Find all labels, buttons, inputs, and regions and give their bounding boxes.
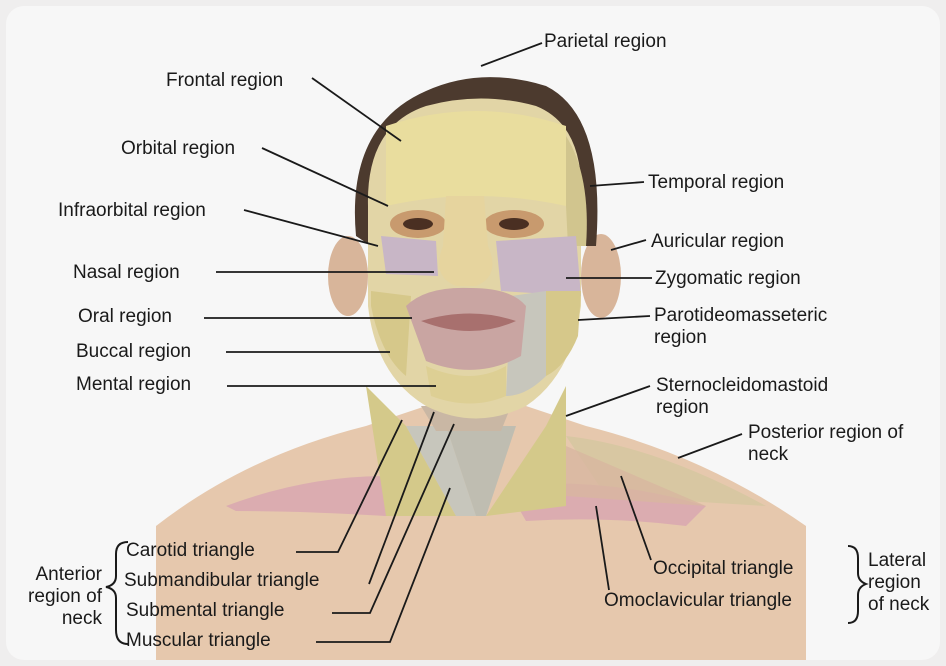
label-buccal: Buccal region	[76, 341, 191, 363]
label-anterior-region: Anterior region of neck	[10, 564, 102, 630]
label-occipital: Occipital triangle	[653, 558, 793, 580]
label-muscular: Muscular triangle	[126, 630, 271, 652]
label-mental: Mental region	[76, 374, 191, 396]
label-parietal: Parietal region	[544, 31, 667, 53]
label-oral: Oral region	[78, 306, 172, 328]
figure-frame: Parietal region Frontal region Orbital r…	[6, 6, 940, 660]
left-eye	[499, 218, 529, 230]
label-omoclavicular: Omoclavicular triangle	[604, 590, 792, 612]
label-sternocleidomastoid: Sternocleidomastoid region	[656, 375, 856, 419]
frontal-region	[386, 111, 566, 206]
label-submental: Submental triangle	[126, 600, 284, 622]
label-carotid: Carotid triangle	[126, 540, 255, 562]
label-lateral-region: Lateral region of neck	[868, 550, 940, 616]
infraorbital-region	[381, 236, 438, 276]
label-auricular: Auricular region	[651, 231, 784, 253]
label-nasal: Nasal region	[73, 262, 180, 284]
label-parotid: Parotideomasseteric region	[654, 305, 874, 349]
anterior-brace	[106, 542, 128, 644]
left-ear	[581, 234, 621, 318]
label-orbital: Orbital region	[121, 138, 235, 160]
right-eye	[403, 218, 433, 230]
nasal-region	[439, 196, 492, 286]
label-infraorbital: Infraorbital region	[58, 200, 206, 222]
right-ear	[328, 236, 368, 316]
label-submandibular: Submandibular triangle	[124, 570, 319, 592]
label-zygomatic: Zygomatic region	[655, 268, 801, 290]
lateral-brace	[848, 546, 866, 623]
label-temporal: Temporal region	[648, 172, 784, 194]
label-frontal: Frontal region	[166, 70, 283, 92]
zygomatic-region	[496, 236, 581, 296]
label-posterior-neck: Posterior region of neck	[748, 422, 928, 466]
